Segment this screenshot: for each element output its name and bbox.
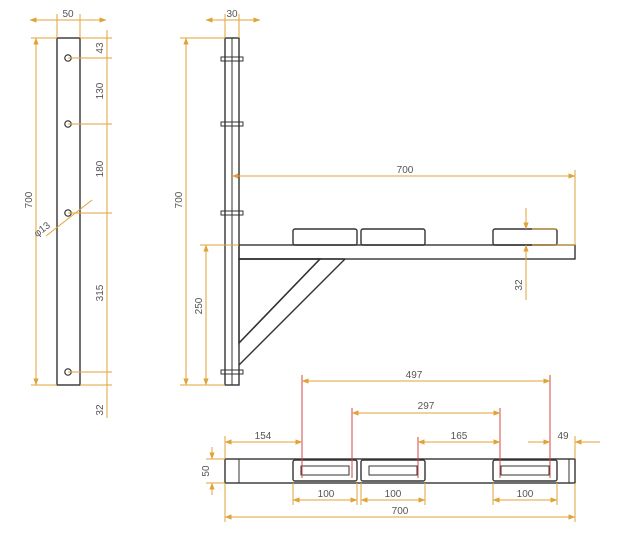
side-width-label: 50 [62,9,74,20]
side-view: 50 700 φ13 43 130 180 315 32 [24,9,112,418]
clamp-block-2 [360,228,426,246]
slot-2-outer [360,459,426,482]
side-bar [56,37,81,386]
slot-3-inner [500,465,550,476]
span-outer-label: 497 [406,370,423,381]
bolt-head-1 [220,56,244,62]
hole-spacing-180: 180 [95,160,106,177]
total-length-label: 700 [392,506,409,517]
span-inner-label: 297 [418,401,435,412]
brace-height-label: 250 [194,297,205,314]
bolt-head-2 [220,121,244,127]
slot-3-outer [492,459,558,482]
hole-spacing-32: 32 [95,404,106,416]
hole-spacing-130: 130 [95,82,106,99]
slot-width-2-label: 100 [385,489,402,500]
slot-2-inner [368,465,418,476]
bolt-head-3 [220,210,244,216]
arm-length-label: 700 [397,165,414,176]
front-height-label: 700 [174,191,185,208]
arm-top-outline [224,458,576,484]
offset-right-label: 49 [557,431,569,442]
offset-middle-label: 165 [451,431,468,442]
slot-width-1-label: 100 [318,489,335,500]
depth-label: 50 [201,465,212,477]
hole-diameter-label: φ13 [32,220,53,240]
slot-1-inner [300,465,350,476]
offset-left-label: 154 [255,431,272,442]
front-view: 30 700 700 250 32 [174,9,576,386]
top-view: 497 297 154 165 49 50 100 100 [201,370,600,522]
horizontal-arm [238,244,576,260]
slot-1-outer [292,459,358,482]
clamp-block-3 [492,228,558,246]
arm-thickness-label: 32 [514,279,525,291]
clamp-block-1 [292,228,358,246]
post-width-label: 30 [226,9,238,20]
slot-width-3-label: 100 [517,489,534,500]
hole-spacing-43: 43 [95,42,106,54]
bolt-head-4 [220,369,244,375]
side-height-label: 700 [24,191,35,208]
hole-spacing-315: 315 [95,284,106,301]
